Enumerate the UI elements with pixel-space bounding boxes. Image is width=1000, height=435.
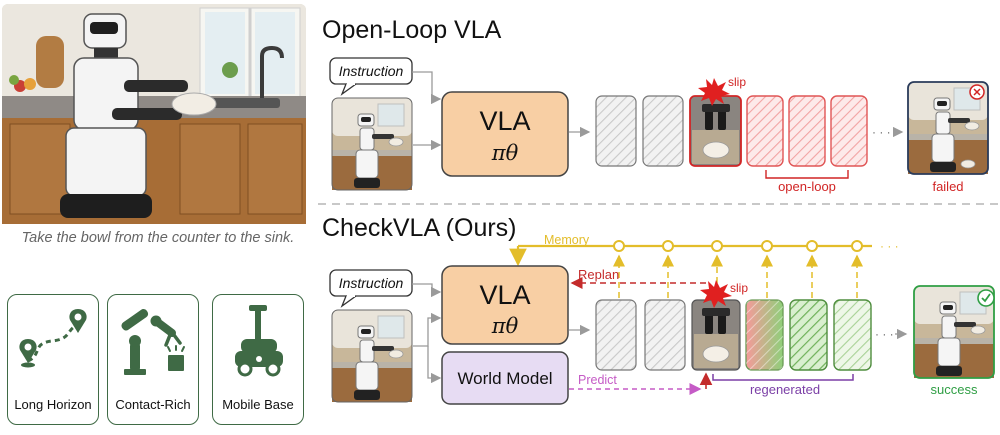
success-outcome-image	[913, 285, 995, 379]
vla-model-box-bottom	[441, 265, 569, 345]
success-check-icon	[977, 289, 995, 307]
open-loop-frame	[746, 95, 784, 167]
instruction-label-bottom: Instruction	[339, 275, 404, 291]
action-frame	[642, 95, 684, 167]
regenerated-frame	[745, 299, 784, 371]
route-icon	[19, 309, 87, 368]
capability-label: Long Horizon	[14, 397, 92, 412]
open-loop-section	[329, 57, 989, 191]
input-observation-top	[331, 97, 413, 191]
vla-model-box-top	[441, 91, 569, 177]
success-label: success	[931, 382, 978, 397]
input-observation-bottom	[331, 309, 413, 403]
memory-label: Memory	[544, 233, 590, 247]
regenerated-frame	[789, 299, 828, 371]
action-frame	[595, 95, 637, 167]
open-loop-bracket	[765, 170, 849, 179]
open-loop-frame	[788, 95, 826, 167]
instruction-label-top: Instruction	[339, 63, 404, 79]
vla-label-top: VLA	[479, 106, 530, 136]
capability-card-mobile-base: Mobile Base	[212, 294, 304, 425]
hero-caption: Take the bowl from the counter to the si…	[21, 230, 295, 246]
failed-outcome-image	[907, 81, 989, 175]
memory-nodes	[613, 240, 863, 252]
slip-label-top: slip	[728, 75, 746, 89]
slip-label-bottom: slip	[730, 281, 748, 295]
failed-x-icon	[969, 84, 985, 100]
mobile-robot-icon	[235, 305, 283, 377]
ellipsis-top: · · ·	[872, 125, 891, 139]
slip-burst-icon	[700, 280, 732, 308]
regenerated-frame	[833, 299, 872, 371]
slip-frame-top	[689, 95, 742, 167]
instruction-bubble-top	[329, 57, 413, 96]
capability-card-contact-rich: Contact-Rich	[107, 294, 199, 425]
open-loop-frame	[830, 95, 868, 167]
failed-label: failed	[932, 179, 963, 194]
hero-image	[2, 4, 306, 224]
robot-arm-icon	[121, 309, 185, 375]
world-model-label: World Model	[457, 369, 552, 388]
ellipsis-memory: · · ·	[880, 239, 899, 253]
capability-label: Contact-Rich	[115, 397, 191, 412]
policy-symbol-bottom: πθ	[491, 314, 519, 338]
regenerated-bracket	[712, 374, 854, 381]
action-frame	[595, 299, 637, 371]
replan-label: Replan	[578, 267, 619, 282]
world-model-box	[441, 351, 569, 405]
predict-label: Predict	[578, 373, 617, 387]
open-loop-label: open-loop	[778, 179, 836, 194]
vla-label-bottom: VLA	[479, 280, 530, 310]
slip-burst-icon	[698, 78, 730, 106]
instruction-bubble-bottom	[329, 269, 413, 308]
checkvla-section	[329, 240, 995, 405]
capability-card-long-horizon: Long Horizon	[7, 294, 99, 425]
policy-symbol-top: πθ	[491, 141, 519, 165]
action-frame	[644, 299, 686, 371]
slip-frame-bottom	[691, 299, 741, 371]
section-title-open-loop: Open-Loop VLA	[322, 16, 502, 44]
regenerated-label: regenerated	[750, 382, 820, 397]
ellipsis-bottom: · · ·	[875, 327, 894, 341]
section-title-checkvla: CheckVLA (Ours)	[322, 214, 517, 242]
capability-label: Mobile Base	[222, 397, 294, 412]
